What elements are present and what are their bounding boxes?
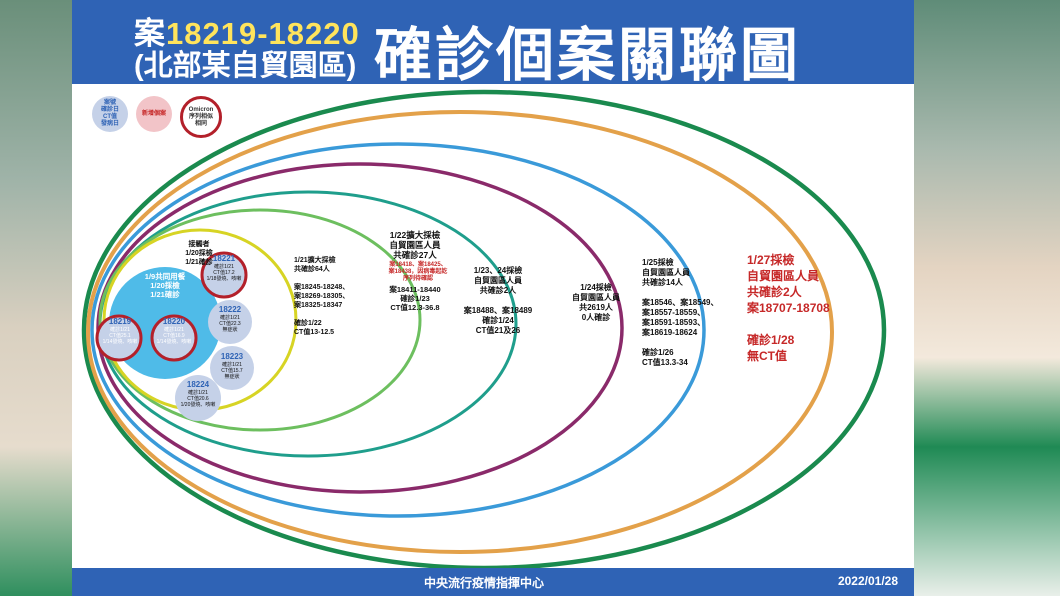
background-right bbox=[914, 0, 1060, 596]
case-18224-circle bbox=[175, 375, 221, 421]
ring-2-label: 1/22擴大採檢 自貿園區人員 共確診27人 bbox=[389, 230, 441, 260]
case-18220-circle bbox=[150, 314, 198, 362]
core-label: 1/9共同用餐 1/20採檢 1/21確診 bbox=[144, 272, 186, 299]
contacts-label: 接觸者 1/20採檢 1/21確診 bbox=[185, 241, 213, 266]
ring-5-outline bbox=[86, 110, 834, 554]
legend-omicron-label: Omicron 序列相似 相同 bbox=[188, 106, 214, 127]
footer-agency: 中央流行疫情指揮中心 bbox=[424, 576, 545, 590]
case-18219-detail: 確診1/21 CT值25.1 1/14發燒、咳嗽 bbox=[102, 327, 138, 345]
legend-case-info-label: 案號 確診日 CT值 發病日 bbox=[100, 100, 119, 127]
title-banner: 案18219-18220 (北部某自貿園區) 確診個案關聯圖 bbox=[72, 0, 914, 88]
legend-new-case-label: 新增個案 bbox=[141, 110, 166, 117]
case-18223-detail: 確診1/21 CT值15.7 無症狀 bbox=[221, 362, 243, 380]
case-18222-id: 18222 bbox=[218, 305, 242, 314]
case-18221-id: 18221 bbox=[212, 254, 236, 263]
ring-2-red-note: 案18418、案18425、 案18438，因病毒起訖 序列待確認 bbox=[388, 262, 448, 282]
case-prefix: 案 bbox=[134, 16, 166, 51]
case-18220-id: 18220 bbox=[162, 317, 186, 326]
slide: 案18219-18220 (北部某自貿園區) 確診個案關聯圖 案號 確診日 CT… bbox=[72, 0, 914, 596]
ring-1-label: 1/21擴大採檢 共確診64人 案18245-18248、 案18269-183… bbox=[294, 257, 350, 336]
ring-4-outline bbox=[90, 142, 706, 518]
case-number: 18219-18220 bbox=[166, 16, 360, 51]
case-18221-circle bbox=[200, 251, 248, 299]
ring-1-outline bbox=[98, 208, 422, 432]
background-left bbox=[0, 0, 72, 596]
case-18223-id: 18223 bbox=[220, 352, 244, 361]
legend-case-info: 案號 確診日 CT值 發病日 bbox=[92, 96, 128, 132]
subtitle: (北部某自貿園區) bbox=[134, 50, 357, 82]
footer-bar: 中央流行疫情指揮中心 2022/01/28 bbox=[72, 568, 914, 596]
page-title: 確診個案關聯圖 bbox=[374, 23, 802, 88]
case-18222-circle bbox=[208, 300, 252, 344]
relationship-diagram bbox=[81, 89, 887, 571]
case-18223-circle bbox=[210, 346, 254, 390]
case-18221-detail: 確診1/21 CT值17.2 1/18發燒、咳嗽 bbox=[206, 264, 242, 282]
legend-new-case: 新增個案 bbox=[136, 96, 172, 132]
case-18224-id: 18224 bbox=[186, 380, 210, 389]
footer-date: 2022/01/28 bbox=[837, 574, 898, 588]
ring-5-label: 1/25採檢 自貿園區人員 共確診14人 案18546、案18549、 案185… bbox=[642, 258, 719, 367]
ring-6-label: 1/27採檢 自貿園區人員 共確診2人 案18707-18708 確診1/28 … bbox=[747, 253, 830, 363]
case-18220-detail: 確診1/21 CT值16.9 1/14發燒、咳嗽 bbox=[156, 327, 192, 345]
ring-2-cases: 案18411-18440 確診1/23 CT值12.3-36.8 bbox=[389, 285, 441, 312]
legend-omicron: Omicron 序列相似 相同 bbox=[180, 96, 222, 138]
ring-3-label: 1/23、24採檢 自貿園區人員 共確診2人 案18488、案18489 確診1… bbox=[463, 266, 533, 335]
case-18219-id: 18219 bbox=[108, 317, 132, 326]
case-18219-circle bbox=[95, 314, 143, 362]
case-title: 案18219-18220 bbox=[134, 8, 360, 53]
case-18222-detail: 確診1/21 CT值22.3 無症狀 bbox=[219, 315, 241, 333]
case-18224-detail: 確診1/21 CT值20.6 1/20發燒、咳嗽 bbox=[180, 390, 216, 408]
ring-4-label: 1/24採檢 自貿園區人員 共2619人 0人確診 bbox=[572, 283, 620, 322]
